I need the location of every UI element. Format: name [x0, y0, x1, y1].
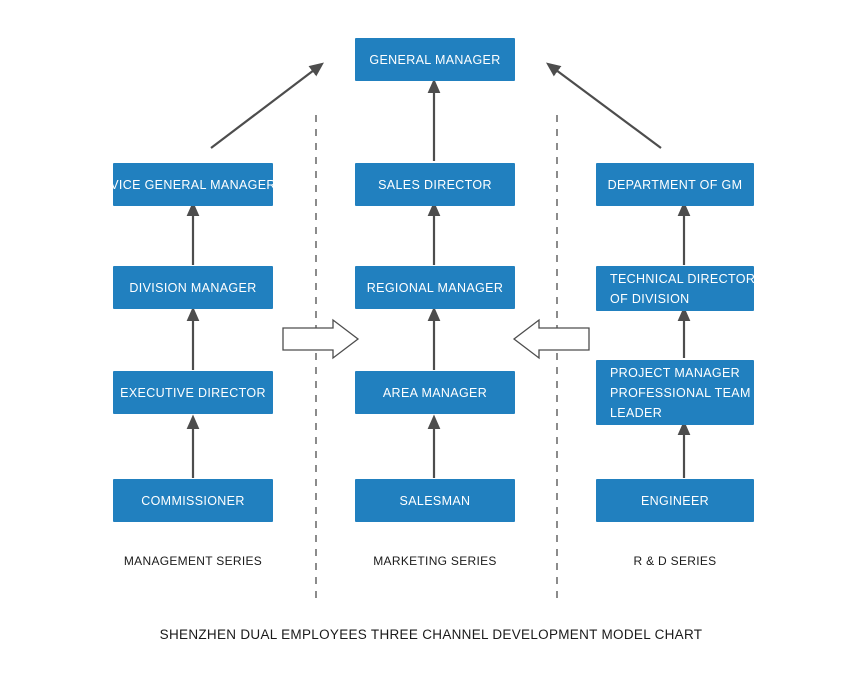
series-label-marketing: MARKETING SERIES: [373, 554, 497, 568]
node-engineer[interactable]: ENGINEER: [596, 479, 754, 522]
node-line: GENERAL MANAGER: [369, 52, 501, 67]
node-line: SALES DIRECTOR: [378, 177, 492, 192]
node-line: TECHNICAL DIRECTOR: [610, 271, 756, 286]
node-line: ENGINEER: [640, 493, 710, 508]
node-line: SALESMAN: [399, 493, 471, 508]
series-label-management: MANAGEMENT SERIES: [123, 554, 263, 568]
node-department-of-gm[interactable]: DEPARTMENT OF GM: [596, 163, 754, 206]
node-line: AREA MANAGER: [382, 385, 488, 400]
node-general-manager[interactable]: GENERAL MANAGER: [355, 38, 515, 81]
node-regional-manager[interactable]: REGIONAL MANAGER: [355, 266, 515, 309]
node-division-manager[interactable]: DIVISION MANAGER: [113, 266, 273, 309]
node-line: PROFESSIONAL TEAM: [610, 385, 751, 400]
node-line: EXECUTIVE DIRECTOR: [120, 385, 266, 400]
node-salesman[interactable]: SALESMAN: [355, 479, 515, 522]
connector-department-of-gm-to-general-manager: [545, 62, 662, 149]
node-line: PROJECT MANAGER: [610, 365, 741, 380]
node-line: OF DIVISION: [610, 291, 690, 306]
node-line: VICE GENERAL MANAGER: [110, 177, 276, 192]
node-line: DEPARTMENT OF GM: [607, 177, 743, 192]
node-line: REGIONAL MANAGER: [366, 280, 504, 295]
node-project-manager-professional-team-leader[interactable]: PROJECT MANAGER PROFESSIONAL TEAM LEADER: [596, 360, 754, 425]
series-label-rd: R & D SERIES: [633, 554, 717, 568]
node-line: LEADER: [610, 405, 663, 420]
block-arrow-management-to-marketing: [282, 318, 360, 360]
block-arrow-rd-to-marketing: [512, 318, 590, 360]
node-technical-director-of-division[interactable]: TECHNICAL DIRECTOR OF DIVISION: [596, 266, 756, 311]
node-executive-director[interactable]: EXECUTIVE DIRECTOR: [113, 371, 273, 414]
node-sales-director[interactable]: SALES DIRECTOR: [355, 163, 515, 206]
node-vice-general-manager[interactable]: VICE GENERAL MANAGER: [110, 163, 276, 206]
node-line: COMMISSIONER: [141, 493, 245, 508]
node-line: DIVISION MANAGER: [129, 280, 257, 295]
connector-vice-general-manager-to-general-manager: [210, 62, 324, 149]
node-commissioner[interactable]: COMMISSIONER: [113, 479, 273, 522]
chart-title: SHENZHEN DUAL EMPLOYEES THREE CHANNEL DE…: [159, 627, 703, 642]
node-area-manager[interactable]: AREA MANAGER: [355, 371, 515, 414]
